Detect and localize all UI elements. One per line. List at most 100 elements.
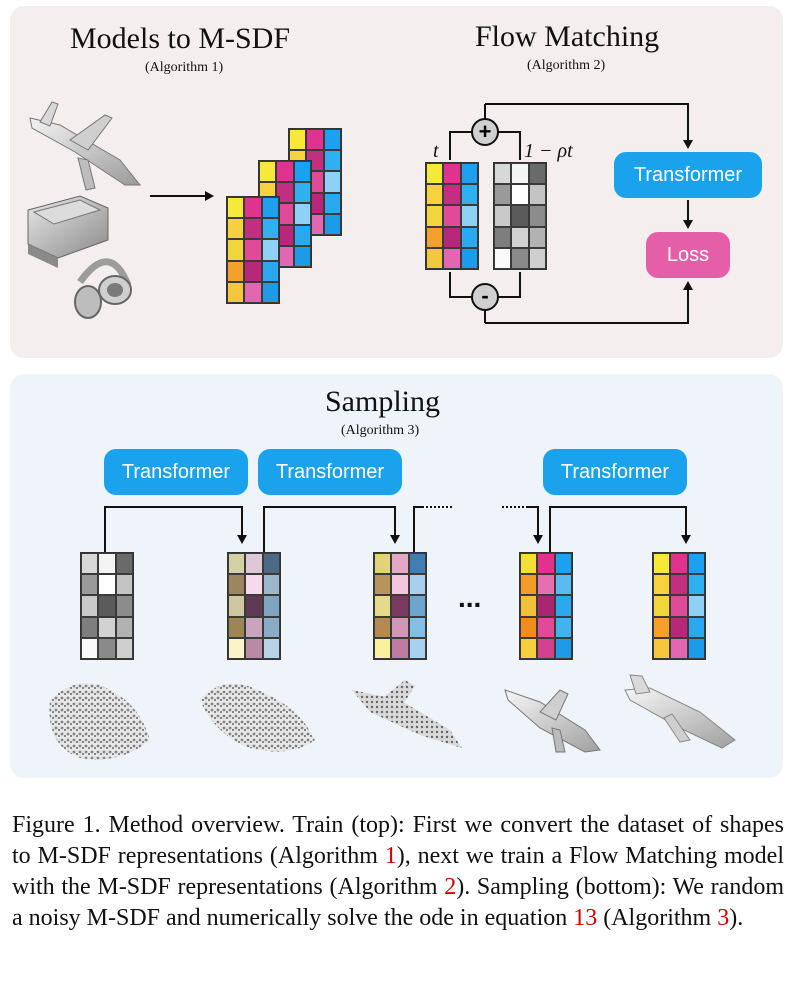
caption-ref-algorithm-1[interactable]: 1 bbox=[384, 843, 397, 869]
plus-symbol: + bbox=[478, 119, 492, 144]
grid-cell bbox=[426, 226, 444, 248]
grid-cell bbox=[670, 616, 688, 638]
caption-ref-algorithm-2[interactable]: 2 bbox=[444, 874, 457, 900]
grid-cell bbox=[443, 205, 461, 227]
grid-cell bbox=[391, 595, 409, 617]
grid-cell bbox=[98, 574, 116, 596]
caption-ref-algorithm-3[interactable]: 3 bbox=[717, 905, 730, 931]
grid-cell bbox=[554, 637, 572, 659]
grid-cell bbox=[670, 574, 688, 596]
grid-cell bbox=[228, 616, 246, 638]
noisy-plane-shape-icon bbox=[352, 680, 462, 748]
grid-cell bbox=[115, 637, 133, 659]
grid-cell bbox=[391, 637, 409, 659]
grid-cell bbox=[323, 171, 341, 193]
grid-cell bbox=[687, 637, 705, 659]
grid-cell bbox=[653, 595, 671, 617]
grid-cell bbox=[276, 182, 294, 204]
grid-cell bbox=[670, 595, 688, 617]
grid-cell bbox=[443, 247, 461, 269]
grid-cell bbox=[520, 616, 538, 638]
grid-cell bbox=[98, 553, 116, 575]
noisy-cloud-shape-1-icon bbox=[49, 682, 150, 760]
grid-cell bbox=[262, 595, 280, 617]
grid-cell bbox=[670, 637, 688, 659]
caption-text-5: ). bbox=[729, 905, 744, 931]
grid-cell bbox=[511, 226, 529, 248]
grid-cell bbox=[528, 184, 546, 206]
sample-grid-step-2 bbox=[373, 552, 427, 660]
figure-caption: Figure 1. Method overview. Train (top): … bbox=[12, 810, 784, 934]
grid-cell bbox=[244, 281, 262, 303]
grid-cell bbox=[293, 203, 311, 225]
grid-cell bbox=[81, 574, 99, 596]
grid-cell bbox=[374, 595, 392, 617]
grid-cell bbox=[460, 184, 478, 206]
caption-text-2: ), next we train a Flow Matching model w… bbox=[12, 843, 784, 900]
grid-cell bbox=[261, 281, 279, 303]
caption-text-3: ). Sampling (bottom): We random a noisy … bbox=[12, 874, 784, 931]
sample-grid-noise bbox=[80, 552, 134, 660]
grid-cell bbox=[227, 197, 245, 219]
grid-cell bbox=[426, 163, 444, 185]
grid-cell bbox=[653, 574, 671, 596]
grid-cell bbox=[262, 616, 280, 638]
grid-cell bbox=[426, 205, 444, 227]
grid-cell bbox=[537, 637, 555, 659]
t-label: t bbox=[433, 140, 439, 162]
grid-cell bbox=[537, 595, 555, 617]
grid-cell bbox=[115, 553, 133, 575]
grid-cell bbox=[554, 595, 572, 617]
grid-cell bbox=[653, 616, 671, 638]
grid-cell bbox=[228, 595, 246, 617]
grid-cell bbox=[244, 260, 262, 282]
grid-cell bbox=[537, 616, 555, 638]
grid-cell bbox=[391, 574, 409, 596]
grid-cell bbox=[528, 205, 546, 227]
sampling-subtitle: (Algorithm 3) bbox=[341, 423, 420, 438]
caption-ref-equation-13[interactable]: 13 bbox=[573, 905, 598, 931]
grid-cell bbox=[228, 553, 246, 575]
minus-symbol: - bbox=[481, 283, 489, 308]
grid-cell bbox=[443, 226, 461, 248]
sampling-ellipsis: ... bbox=[458, 582, 482, 613]
grid-cell bbox=[520, 637, 538, 659]
grid-cell bbox=[293, 182, 311, 204]
grid-cell bbox=[261, 239, 279, 261]
grid-cell bbox=[426, 184, 444, 206]
grid-cell bbox=[81, 553, 99, 575]
grid-cell bbox=[245, 595, 263, 617]
grid-cell bbox=[293, 224, 311, 246]
grid-cell bbox=[81, 616, 99, 638]
grid-cell bbox=[261, 197, 279, 219]
grid-cell bbox=[554, 553, 572, 575]
noisy-cloud-shape-2-icon bbox=[200, 683, 315, 752]
sofa-model-icon bbox=[27, 195, 109, 268]
grid-cell bbox=[374, 616, 392, 638]
loss-box: Loss bbox=[646, 232, 730, 278]
grid-cell bbox=[227, 260, 245, 282]
grid-cell bbox=[259, 161, 277, 183]
grid-cell bbox=[494, 226, 512, 248]
one-minus-rho-t-label: 1 − ρt bbox=[524, 140, 573, 162]
grid-cell bbox=[494, 247, 512, 269]
sampling-transformer-2: Transformer bbox=[258, 449, 402, 495]
grid-cell bbox=[245, 616, 263, 638]
grid-cell bbox=[81, 637, 99, 659]
clean-plane-shape-icon bbox=[624, 674, 736, 749]
grid-cell bbox=[687, 574, 705, 596]
grid-cell bbox=[554, 616, 572, 638]
grid-cell bbox=[408, 616, 426, 638]
grid-cell bbox=[262, 553, 280, 575]
grid-cell bbox=[520, 574, 538, 596]
grid-cell bbox=[261, 218, 279, 240]
grid-cell bbox=[228, 637, 246, 659]
grid-cell bbox=[460, 226, 478, 248]
grid-cell bbox=[228, 574, 246, 596]
grid-cell bbox=[528, 226, 546, 248]
grid-cell bbox=[323, 129, 341, 151]
grid-cell bbox=[374, 637, 392, 659]
sampling-transformer-1: Transformer bbox=[104, 449, 248, 495]
